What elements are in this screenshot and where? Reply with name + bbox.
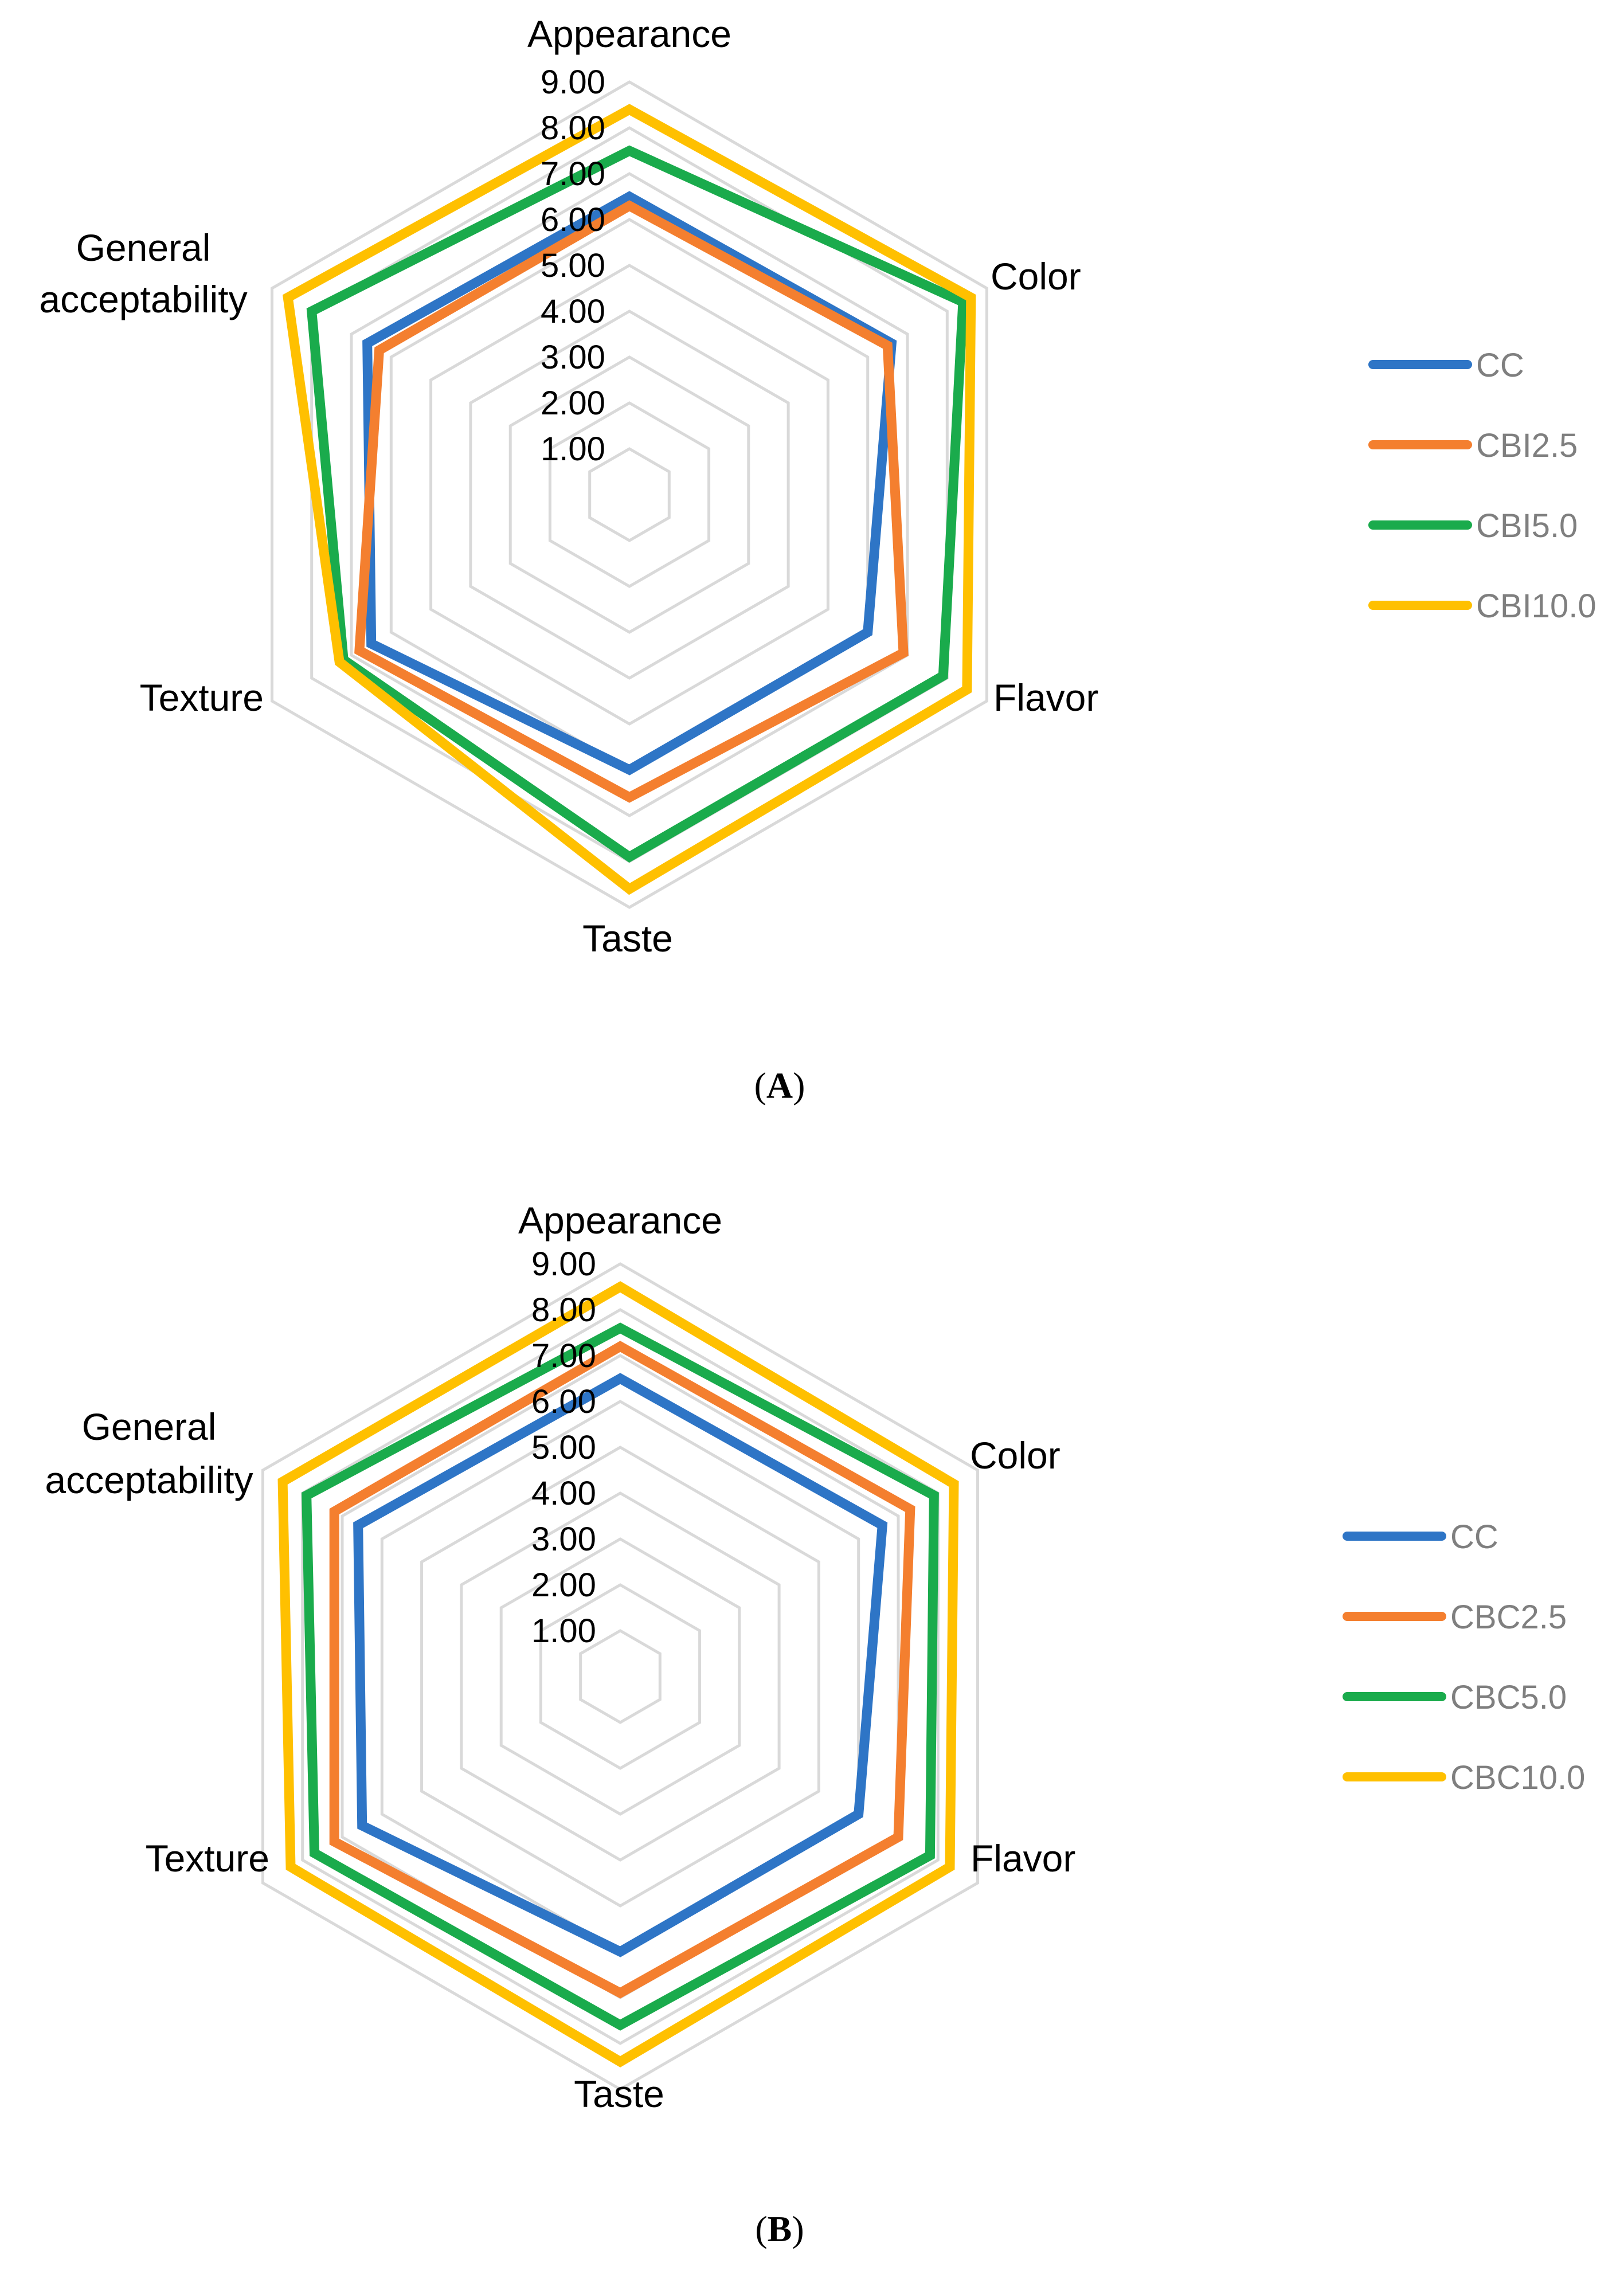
series-cbc2-5 (329, 1341, 915, 1999)
grid-ring (350, 172, 909, 817)
radar-ticks: 1.00 2.00 3.00 4.00 5.00 6.00 7.00 8.00 9.00 (531, 1246, 596, 1650)
axis-label: Color (970, 1434, 1061, 1477)
legend-label: CBI2.5 (1476, 427, 1578, 464)
tick-label: 3.00 (531, 1521, 596, 1558)
axis-label: Appearance (527, 13, 731, 55)
tick-label: 4.00 (531, 1475, 596, 1512)
tick-label: 7.00 (541, 155, 605, 193)
axis-label: Texture (140, 676, 264, 719)
tick-label: 2.00 (541, 385, 605, 422)
grid-ring (499, 1537, 741, 1816)
legend-label: CBC10.0 (1450, 1759, 1585, 1796)
tick-label: 1.00 (541, 430, 605, 468)
grid-ring (271, 80, 988, 909)
radar-chart-a: 1.00 2.00 3.00 4.00 5.00 6.00 7.00 8.00 9.00 App… (39, 13, 1596, 1106)
grid-ring (429, 264, 829, 726)
series-cc (353, 1373, 888, 1957)
radar-series (277, 1281, 959, 2067)
tick-label: 6.00 (541, 201, 605, 238)
legend-label: CC (1450, 1518, 1498, 1556)
legend-label: CC (1476, 347, 1524, 384)
axis-label: Taste (582, 917, 673, 960)
tick-label: 9.00 (531, 1246, 596, 1283)
axis-label: Flavor (971, 1837, 1075, 1879)
series-cbi5-0 (306, 145, 968, 863)
grid-ring (420, 1446, 820, 1908)
radar-ticks: 1.00 2.00 3.00 4.00 5.00 6.00 7.00 8.00 9.00 (541, 64, 605, 468)
radar-chart-b: 1.00 2.00 3.00 4.00 5.00 6.00 7.00 8.00 9.00 App… (45, 1199, 1585, 2249)
tick-label: 2.00 (531, 1567, 596, 1604)
legend-label: CBC5.0 (1450, 1679, 1567, 1716)
tick-label: 5.00 (541, 247, 605, 284)
grid-ring (588, 447, 671, 542)
grid-ring (579, 1629, 662, 1724)
grid-ring (460, 1491, 781, 1862)
tick-label: 9.00 (541, 64, 605, 101)
series-cbc10-0 (277, 1281, 959, 2067)
grid-ring (261, 1262, 979, 2091)
tick-label: 5.00 (531, 1429, 596, 1466)
legend-label: CBC2.5 (1450, 1599, 1567, 1636)
axis-label: Flavor (993, 676, 1098, 719)
tick-label: 8.00 (531, 1291, 596, 1329)
tick-label: 7.00 (531, 1337, 596, 1375)
panel-label: (B) (755, 2208, 804, 2249)
tick-label: 8.00 (541, 109, 605, 147)
axis-label: Color (991, 255, 1081, 297)
radar-series (282, 104, 976, 895)
tick-label: 6.00 (531, 1383, 596, 1420)
grid-ring (548, 401, 711, 588)
axis-label: Appearance (518, 1199, 722, 1242)
series-cbi2-5 (354, 200, 909, 803)
axis-label: Taste (574, 2073, 664, 2115)
tick-label: 1.00 (531, 1612, 596, 1650)
legend-label: CBI5.0 (1476, 507, 1578, 545)
grid-ring (508, 355, 750, 634)
series-cbc5-0 (302, 1322, 939, 2031)
series-cbi10-0 (282, 104, 976, 895)
grid-ring (539, 1583, 702, 1770)
grid-ring (469, 310, 790, 680)
tick-label: 4.00 (541, 293, 605, 330)
axis-label: Texture (146, 1837, 269, 1879)
legend-label: CBI10.0 (1476, 588, 1596, 625)
tick-label: 3.00 (541, 339, 605, 376)
panel-label: (A) (754, 1065, 805, 1106)
